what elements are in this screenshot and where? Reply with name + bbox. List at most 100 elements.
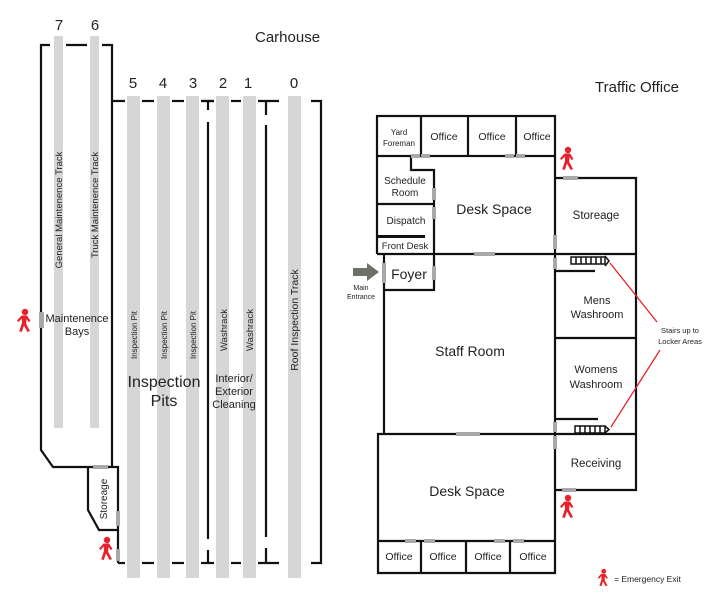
track-number-3: 3 (189, 75, 197, 92)
desk-space-lower-label: Desk Space (429, 483, 505, 499)
stairs-lower (574, 425, 611, 434)
receiving-label: Receiving (571, 458, 622, 470)
door (405, 539, 416, 543)
office-label: Office (430, 131, 457, 143)
stairs-note-2: Locker Areas (658, 337, 702, 346)
track-7 (54, 36, 63, 428)
track-5 (127, 96, 140, 578)
cleaning-label: Interior/ (215, 373, 253, 385)
stairs-leader-lines (609, 262, 661, 428)
front-desk-label: Front Desk (382, 241, 429, 252)
main-entrance-label: Main (353, 285, 368, 292)
carhouse-doors (39, 312, 120, 561)
track-number-4: 4 (159, 75, 167, 92)
yard-foreman-label-2: Foreman (383, 139, 415, 148)
door (505, 154, 514, 158)
office-walls (375, 114, 638, 575)
door (432, 207, 436, 219)
traffic-office-title: Traffic Office (595, 79, 679, 96)
track-6 (90, 36, 99, 428)
door (93, 465, 108, 469)
track-label-roof-inspection: Roof Inspection Track (289, 268, 301, 370)
cleaning-label-2: Exterior (215, 386, 253, 398)
office-label: Office (478, 131, 505, 143)
inspection-pits-label: Inspection (128, 374, 201, 391)
track-number-5: 5 (129, 75, 137, 92)
door (411, 154, 420, 158)
emergency-exit-icon (560, 494, 574, 518)
carhouse: Carhouse 7 6 5 4 3 2 1 0 (17, 17, 323, 578)
track-number-7: 7 (55, 17, 63, 34)
tracks (54, 36, 301, 578)
main-entrance-label-2: Entrance (347, 294, 375, 301)
legend-emergency-exit-label: = Emergency Exit (614, 574, 681, 584)
track-label-inspection-pit-4: Inspection Pit (160, 310, 169, 359)
office-label: Office (429, 551, 456, 563)
door (516, 154, 525, 158)
schedule-room-label: Schedule (384, 176, 426, 187)
area-labels: Maintenence Bays Inspection Pits Interio… (46, 313, 256, 411)
door (563, 176, 578, 180)
track-numbers: 7 6 5 4 3 2 1 0 (55, 17, 298, 92)
track-number-1: 1 (244, 75, 252, 92)
office-label: Office (385, 551, 412, 563)
office-doors (382, 154, 578, 543)
schedule-room-label-2: Room (392, 188, 419, 199)
maintenance-bays-label: Maintenence (46, 313, 109, 325)
dispatch-label: Dispatch (387, 216, 426, 227)
door (421, 154, 430, 158)
stairs-note: Stairs up to (661, 326, 699, 335)
office-label: Office (474, 551, 501, 563)
emergency-exit-icon (99, 536, 113, 560)
carhouse-title: Carhouse (255, 29, 320, 46)
track-label-washrack-1: Washrack (245, 309, 256, 351)
door (116, 549, 120, 561)
door (474, 252, 495, 256)
door (116, 511, 120, 526)
door (553, 235, 557, 249)
door (456, 432, 480, 436)
track-number-0: 0 (290, 75, 298, 92)
door (513, 539, 524, 543)
cleaning-label-3: Cleaning (212, 399, 255, 411)
track-labels: General Maintenence Track Truck Maintene… (54, 151, 301, 519)
track-label-inspection-pit-3: Inspection Pit (189, 310, 198, 359)
door (553, 436, 557, 449)
womens-washroom-label: Womens (574, 364, 618, 376)
mens-washroom-label-2: Washroom (571, 309, 624, 321)
door (382, 263, 386, 283)
main-entrance-arrow (353, 263, 379, 281)
staff-room-label: Staff Room (435, 343, 505, 359)
emergency-exit-icon (17, 308, 31, 332)
door (553, 258, 557, 269)
track-3 (186, 96, 199, 578)
foyer-label: Foyer (391, 266, 427, 282)
door (553, 422, 557, 432)
track-1 (243, 96, 256, 578)
track-label-truck-maintenance: Truck Maintenence Track (90, 152, 101, 259)
inspection-pits-label-2: Pits (151, 393, 178, 410)
door (432, 188, 436, 200)
track-2 (216, 96, 229, 578)
door (424, 539, 435, 543)
track-label-inspection-pit-5: Inspection Pit (130, 310, 139, 359)
door (39, 312, 44, 328)
maintenance-bays-label-2: Bays (65, 326, 90, 338)
track-label-washrack-2: Washrack (219, 309, 230, 351)
carhouse-walls (39, 43, 323, 565)
emergency-exit-icon (560, 146, 574, 170)
office-label: Office (523, 131, 550, 143)
stairs-upper (570, 255, 610, 267)
track-number-6: 6 (91, 17, 99, 34)
door (494, 539, 505, 543)
storage-label: Storeage (99, 478, 110, 519)
track-label-general-maintenance: General Maintenence Track (54, 151, 65, 268)
track-0 (288, 96, 301, 578)
emergency-exit-icon (597, 568, 608, 587)
front-desk-counter (378, 235, 425, 238)
track-4 (157, 96, 170, 578)
traffic-office: Traffic Office (347, 79, 702, 575)
legend: = Emergency Exit (597, 568, 681, 587)
desk-space-upper-label: Desk Space (456, 201, 532, 217)
